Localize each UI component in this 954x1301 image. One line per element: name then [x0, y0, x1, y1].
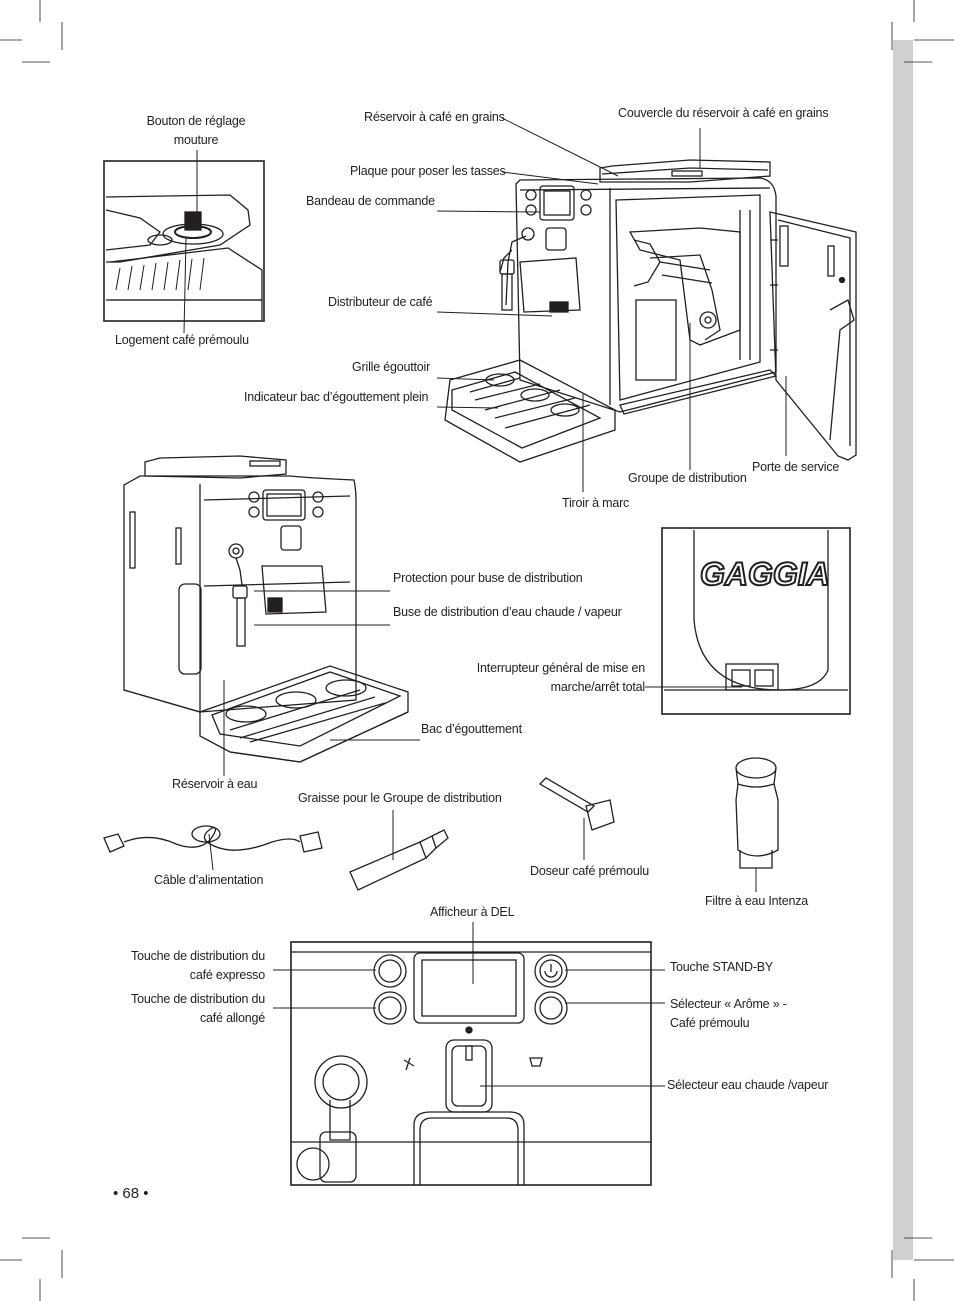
label-selecteur-eau: Sélecteur eau chaude /vapeur	[667, 1078, 829, 1092]
machine-open-view	[444, 159, 857, 463]
label-couvercle: Couvercle du réservoir à café en grains	[618, 106, 829, 120]
label-grille: Grille égouttoir	[352, 360, 431, 374]
label-porte: Porte de service	[752, 460, 840, 474]
label-selecteur-arome-text: Sélecteur « Arôme » - Café prémoulu	[670, 997, 787, 1030]
label-bouton-reglage-text: Bouton de réglage mouture	[146, 114, 246, 147]
power-cable-drawing	[103, 825, 323, 853]
label-cable: Câble d’alimentation	[154, 873, 264, 887]
doser-drawing	[538, 777, 615, 831]
control-panel-detail	[290, 941, 652, 1186]
leader-lines	[183, 117, 787, 1087]
label-touche-allonge: Touche de distribution du café allongé	[100, 990, 265, 1028]
label-logement-cafe: Logement café prémoulu	[115, 333, 249, 347]
label-touche-expresso-text: Touche de distribution du café expresso	[131, 949, 265, 982]
page-edge-tab	[893, 40, 913, 1260]
label-indicateur: Indicateur bac d’égouttement plein	[244, 390, 429, 404]
label-touche-allonge-text: Touche de distribution du café allongé	[131, 992, 265, 1025]
label-afficheur: Afficheur à DEL	[430, 905, 515, 919]
label-reservoir-grains: Réservoir à café en grains	[364, 110, 505, 124]
label-filtre: Filtre à eau Intenza	[705, 894, 809, 908]
brand-logo: GAGGIA	[700, 556, 830, 592]
filter-drawing	[735, 757, 779, 869]
grease-tube-drawing	[349, 829, 449, 891]
machine-front-view	[123, 455, 409, 763]
label-groupe: Groupe de distribution	[628, 471, 747, 485]
label-plaque-tasses: Plaque pour poser les tasses	[350, 164, 506, 178]
label-standby: Touche STAND-BY	[670, 960, 774, 974]
label-distributeur: Distributeur de café	[328, 295, 433, 309]
label-touche-expresso: Touche de distribution du café expresso	[100, 947, 265, 985]
label-buse: Buse de distribution d’eau chaude / vape…	[393, 605, 622, 619]
label-doseur: Doseur café prémoulu	[530, 864, 649, 878]
rear-inset: GAGGIA	[661, 527, 851, 715]
label-bac: Bac d’égouttement	[421, 722, 522, 736]
grinder-inset	[103, 160, 265, 322]
label-graisse: Graisse pour le Groupe de distribution	[298, 791, 502, 805]
label-bouton-reglage: Bouton de réglage mouture	[136, 112, 256, 150]
label-reservoir-eau: Réservoir à eau	[172, 777, 258, 791]
label-tiroir: Tiroir à marc	[562, 496, 630, 510]
label-bandeau: Bandeau de commande	[306, 194, 435, 208]
label-interrupteur: Interrupteur général de mise en marche/a…	[455, 659, 645, 697]
page-number: • 68 •	[113, 1185, 149, 1202]
label-protection: Protection pour buse de distribution	[393, 571, 583, 585]
label-selecteur-arome: Sélecteur « Arôme » - Café prémoulu	[670, 995, 787, 1033]
label-interrupteur-text: Interrupteur général de mise en marche/a…	[476, 661, 645, 694]
